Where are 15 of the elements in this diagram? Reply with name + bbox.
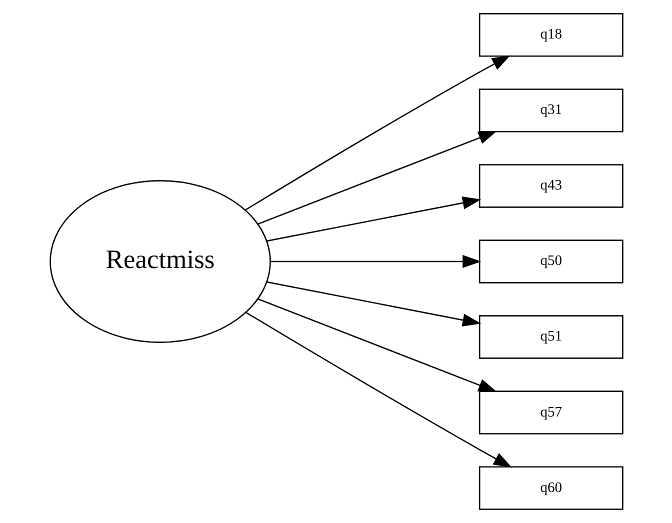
node-box: q51 xyxy=(478,315,623,359)
arrow xyxy=(245,312,512,468)
node-box: q50 xyxy=(478,240,623,284)
node-box: q18 xyxy=(478,13,623,57)
arrow xyxy=(244,55,510,211)
node-box: q31 xyxy=(478,88,623,132)
arrow xyxy=(266,196,481,242)
arrow xyxy=(266,281,481,326)
arrow xyxy=(257,130,497,225)
arrow xyxy=(270,255,481,268)
arrow xyxy=(257,298,497,392)
node-box: q60 xyxy=(478,466,623,510)
node-ellipse: Reactmiss xyxy=(49,180,270,343)
node-box: q43 xyxy=(478,164,623,208)
node-box: q57 xyxy=(478,390,623,434)
